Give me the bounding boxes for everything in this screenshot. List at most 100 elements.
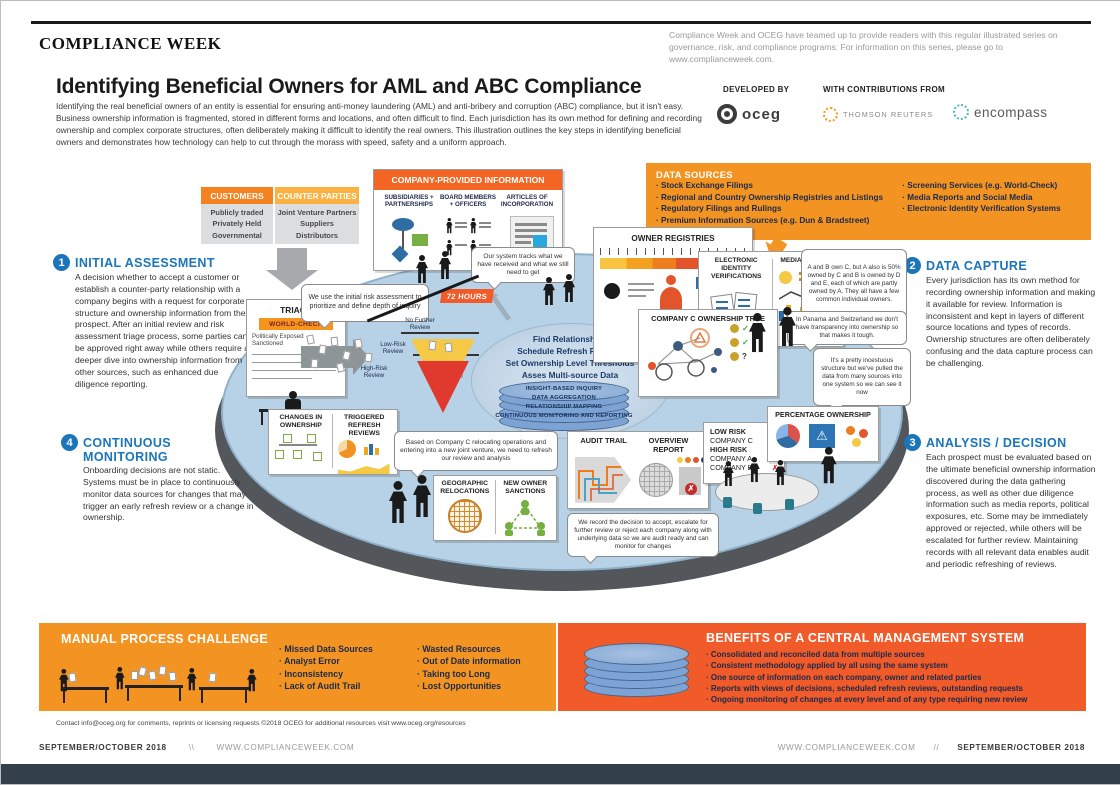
identity-docs-icon bbox=[704, 281, 768, 331]
central-database-icon bbox=[584, 641, 689, 699]
audit-trail-lines-icon bbox=[578, 465, 623, 501]
flow-label-high-risk: High-Risk Review bbox=[360, 365, 388, 380]
oceg-logo-icon bbox=[717, 104, 737, 124]
line bbox=[628, 288, 654, 291]
footer-right: WWW.COMPLIANCEWEEK.COM // SEPTEMBER/OCTO… bbox=[778, 743, 1085, 752]
step-3-number: 3 bbox=[904, 434, 921, 451]
footer-issue-right: SEPTEMBER/OCTOBER 2018 bbox=[957, 743, 1085, 752]
data-sources-title: DATA SOURCES bbox=[656, 169, 733, 180]
step-1-title: INITIAL ASSESSMENT bbox=[75, 256, 215, 270]
benefits-panel: BENEFITS OF A CENTRAL MANAGEMENT SYSTEM … bbox=[558, 623, 1086, 711]
disc-line: CONTINUOUS MONITORING AND REPORTING bbox=[495, 413, 633, 420]
manual-process-panel: MANUAL PROCESS CHALLENGE Missed Data Sou… bbox=[39, 623, 556, 711]
thomson-reuters-logo: THOMSON REUTERS bbox=[823, 107, 933, 122]
hub-line: Asses Multi-source Data bbox=[521, 370, 619, 381]
check-icon: ✓ bbox=[742, 337, 749, 347]
footer-left: SEPTEMBER/OCTOBER 2018 \\ WWW.COMPLIANCE… bbox=[39, 743, 354, 752]
footer-issue-left: SEPTEMBER/OCTOBER 2018 bbox=[39, 743, 167, 752]
counter-parties-list: Joint Venture Partners Suppliers Distrib… bbox=[275, 204, 359, 244]
thomson-reuters-text: THOMSON REUTERS bbox=[843, 110, 934, 119]
data-source-item: Premium Information Sources (e.g. Dun & … bbox=[656, 215, 902, 227]
triage-title: TRIAGE bbox=[280, 305, 312, 315]
data-source-item: Stock Exchange Filings bbox=[656, 180, 902, 192]
data-source-item: Media Reports and Social Media bbox=[902, 192, 1081, 204]
articles-label: ARTICLES OF INCORPORATION bbox=[500, 194, 554, 209]
step-2-body: Every jurisdiction has its own method fo… bbox=[926, 275, 1096, 369]
risk-row: COMPANY B ✗ bbox=[710, 463, 778, 472]
person-silhouette bbox=[723, 461, 734, 486]
globe-report-icon bbox=[639, 462, 673, 497]
contact-line: Contact info@oceg.org for comments, repr… bbox=[56, 720, 466, 727]
challenge-item: Taking too Long bbox=[417, 668, 547, 680]
data-source-item: Screening Services (e.g. World-Check) bbox=[902, 180, 1081, 192]
paper-icon bbox=[444, 342, 453, 353]
oceg-logo: oceg bbox=[717, 104, 781, 124]
ownership-structure-bubble: A and B own C, but A also is 50% owned b… bbox=[801, 249, 907, 319]
red-figure-icon bbox=[660, 286, 682, 313]
owner-registries-title: OWNER REGISTRIES bbox=[631, 234, 715, 243]
encompass-logo: encompass bbox=[953, 104, 1048, 120]
data-source-item: Regional and Country Ownership Registrie… bbox=[656, 192, 902, 204]
manual-process-title: MANUAL PROCESS CHALLENGE bbox=[61, 632, 268, 646]
footer-site-left: WWW.COMPLIANCEWEEK.COM bbox=[216, 743, 355, 752]
encompass-icon bbox=[953, 104, 969, 120]
low-risk-label: LOW RISK bbox=[710, 427, 746, 436]
panama-bubble: In Panama and Switzerland we don't have … bbox=[787, 311, 907, 345]
counter-party-type: Joint Venture Partners bbox=[277, 208, 357, 217]
audit-overview-panel: AUDIT TRAIL OVERVIEW REPORT ✗ bbox=[567, 431, 709, 509]
person-silhouette bbox=[413, 475, 431, 517]
database-stack-icon bbox=[499, 381, 629, 433]
oceg-logo-text: oceg bbox=[742, 105, 782, 123]
data-sources-col1: Stock Exchange Filings Regional and Coun… bbox=[656, 180, 902, 227]
flow-line bbox=[401, 332, 479, 334]
flowchart-icon bbox=[386, 216, 438, 263]
question-icon: ? bbox=[742, 351, 747, 361]
line bbox=[628, 282, 654, 285]
down-arrow-icon bbox=[266, 248, 318, 290]
changes-triggered-panel: CHANGES IN OWNERSHIP TRIGGERED REFRESH R… bbox=[268, 409, 398, 475]
company-name: COMPANY A bbox=[710, 454, 753, 463]
refresh-review-bubble: Based on Company C relocating operations… bbox=[394, 431, 558, 471]
72-hours-badge: 72 HOURS bbox=[440, 289, 494, 303]
geo-sanctions-panel: GEOGRAPHIC RELOCATIONS NEW OWNER SANCTIO… bbox=[433, 475, 557, 541]
step-3-title: ANALYSIS / DECISION bbox=[926, 436, 1067, 450]
chair-icon bbox=[753, 503, 762, 514]
triggered-reviews-title: TRIGGERED REFRESH REVIEWS bbox=[344, 414, 385, 438]
ruled-line bbox=[252, 347, 336, 356]
overview-report-title: OVERVIEW REPORT bbox=[648, 436, 689, 454]
person-silhouette bbox=[543, 277, 555, 305]
pie-chart-icon bbox=[776, 423, 801, 448]
paper-icon bbox=[310, 358, 319, 369]
counter-party-type: Distributors bbox=[296, 230, 338, 240]
benefit-item: Consistent methodology applied by all us… bbox=[706, 660, 1078, 671]
benefit-item: Ongoing monitoring of changes at every l… bbox=[706, 694, 1078, 705]
triage-line: Sanctioned bbox=[252, 340, 283, 348]
person-silhouette bbox=[416, 255, 428, 283]
developed-by-label: DEVELOPED BY bbox=[723, 85, 790, 94]
overworked-analysts-illustration bbox=[59, 661, 259, 707]
ruled-line bbox=[252, 371, 312, 380]
ownership-tree-title: COMPANY C OWNERSHIP TREE bbox=[651, 314, 765, 323]
paper-icon bbox=[318, 344, 327, 355]
company-info-title: COMPANY-PROVIDED INFORMATION bbox=[374, 170, 562, 190]
sitting-person-silhouette bbox=[289, 391, 297, 399]
data-sources-col2: Screening Services (e.g. World-Check) Me… bbox=[902, 180, 1081, 227]
challenge-item: Inconsistency bbox=[279, 668, 409, 680]
benefit-item: One source of information on each compan… bbox=[706, 672, 1078, 683]
challenge-item: Lack of Audit Trail bbox=[279, 680, 409, 692]
system-tracks-bubble: Our system tracks what we have received … bbox=[471, 247, 575, 283]
paper-icon bbox=[330, 336, 339, 347]
ownership-tree-panel: COMPANY C OWNERSHIP TREE ✓ ✓ ? bbox=[638, 309, 778, 397]
audit-trail-title: AUDIT TRAIL bbox=[580, 436, 627, 445]
step-2-number: 2 bbox=[904, 257, 921, 274]
customer-type: Privately Held bbox=[212, 219, 262, 229]
footer-separator: // bbox=[933, 743, 940, 752]
customers-list: Publicly traded Privately Held Governmen… bbox=[201, 204, 273, 244]
customer-type: Publicly traded bbox=[210, 208, 264, 217]
hub-platform-functions: INSIGHT-BASED INQUIRY DATA AGGREGATION R… bbox=[479, 385, 649, 422]
flow-label-no-further: No Further Review bbox=[405, 317, 435, 332]
challenge-item: Wasted Resources bbox=[417, 643, 547, 655]
flow-label-low-risk: Low-Risk Review bbox=[380, 341, 406, 356]
changes-ownership-title: CHANGES IN OWNERSHIP bbox=[279, 414, 323, 430]
